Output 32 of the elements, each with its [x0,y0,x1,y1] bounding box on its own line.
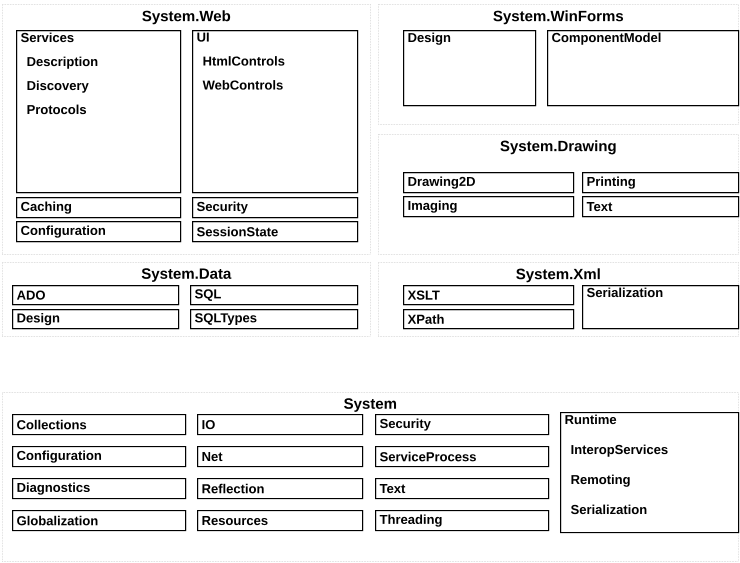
namespace-box: IO [197,414,364,436]
namespace-box: Globalization [12,510,186,532]
namespace-box: ADO [12,284,180,306]
namespace-box: SessionState [192,221,358,242]
namespace-box: Configuration [12,446,186,468]
namespace-box: ServiceProcess [375,446,550,468]
namespace-box: Net [197,446,364,468]
namespace-box: Design [403,30,536,106]
namespace-box: Text [375,478,550,500]
namespace-box: Security [375,414,550,436]
namespace-box: SQL [190,284,358,306]
namespace-box: Printing [582,172,740,194]
namespace-box: Text [582,196,740,218]
namespace-box: SQLTypes [190,308,358,330]
namespace-box: Threading [375,510,550,532]
namespace-box: Caching [16,197,182,218]
namespace-box: Collections [12,414,186,436]
namespace-box: ComponentModel [547,30,740,106]
namespace-box: Design [12,308,180,330]
namespace-box: UI HtmlControls WebControls [192,30,358,194]
namespace-box: XPath [403,308,574,330]
namespace-box: Services Description Discovery Protocols [16,30,182,194]
namespace-box: Configuration [16,221,182,242]
namespace-box: Serialization [582,284,740,330]
namespace-box: Imaging [403,196,574,218]
namespace-box: Reflection [197,478,364,500]
namespace-box: XSLT [403,284,574,306]
namespace-box: Drawing2D [403,172,574,194]
namespace-box: Diagnostics [12,478,186,500]
namespace-box: Security [192,197,358,218]
namespace-box: Resources [197,510,364,532]
namespace-box: Runtime InteropServices Remoting Serialization [560,412,740,534]
